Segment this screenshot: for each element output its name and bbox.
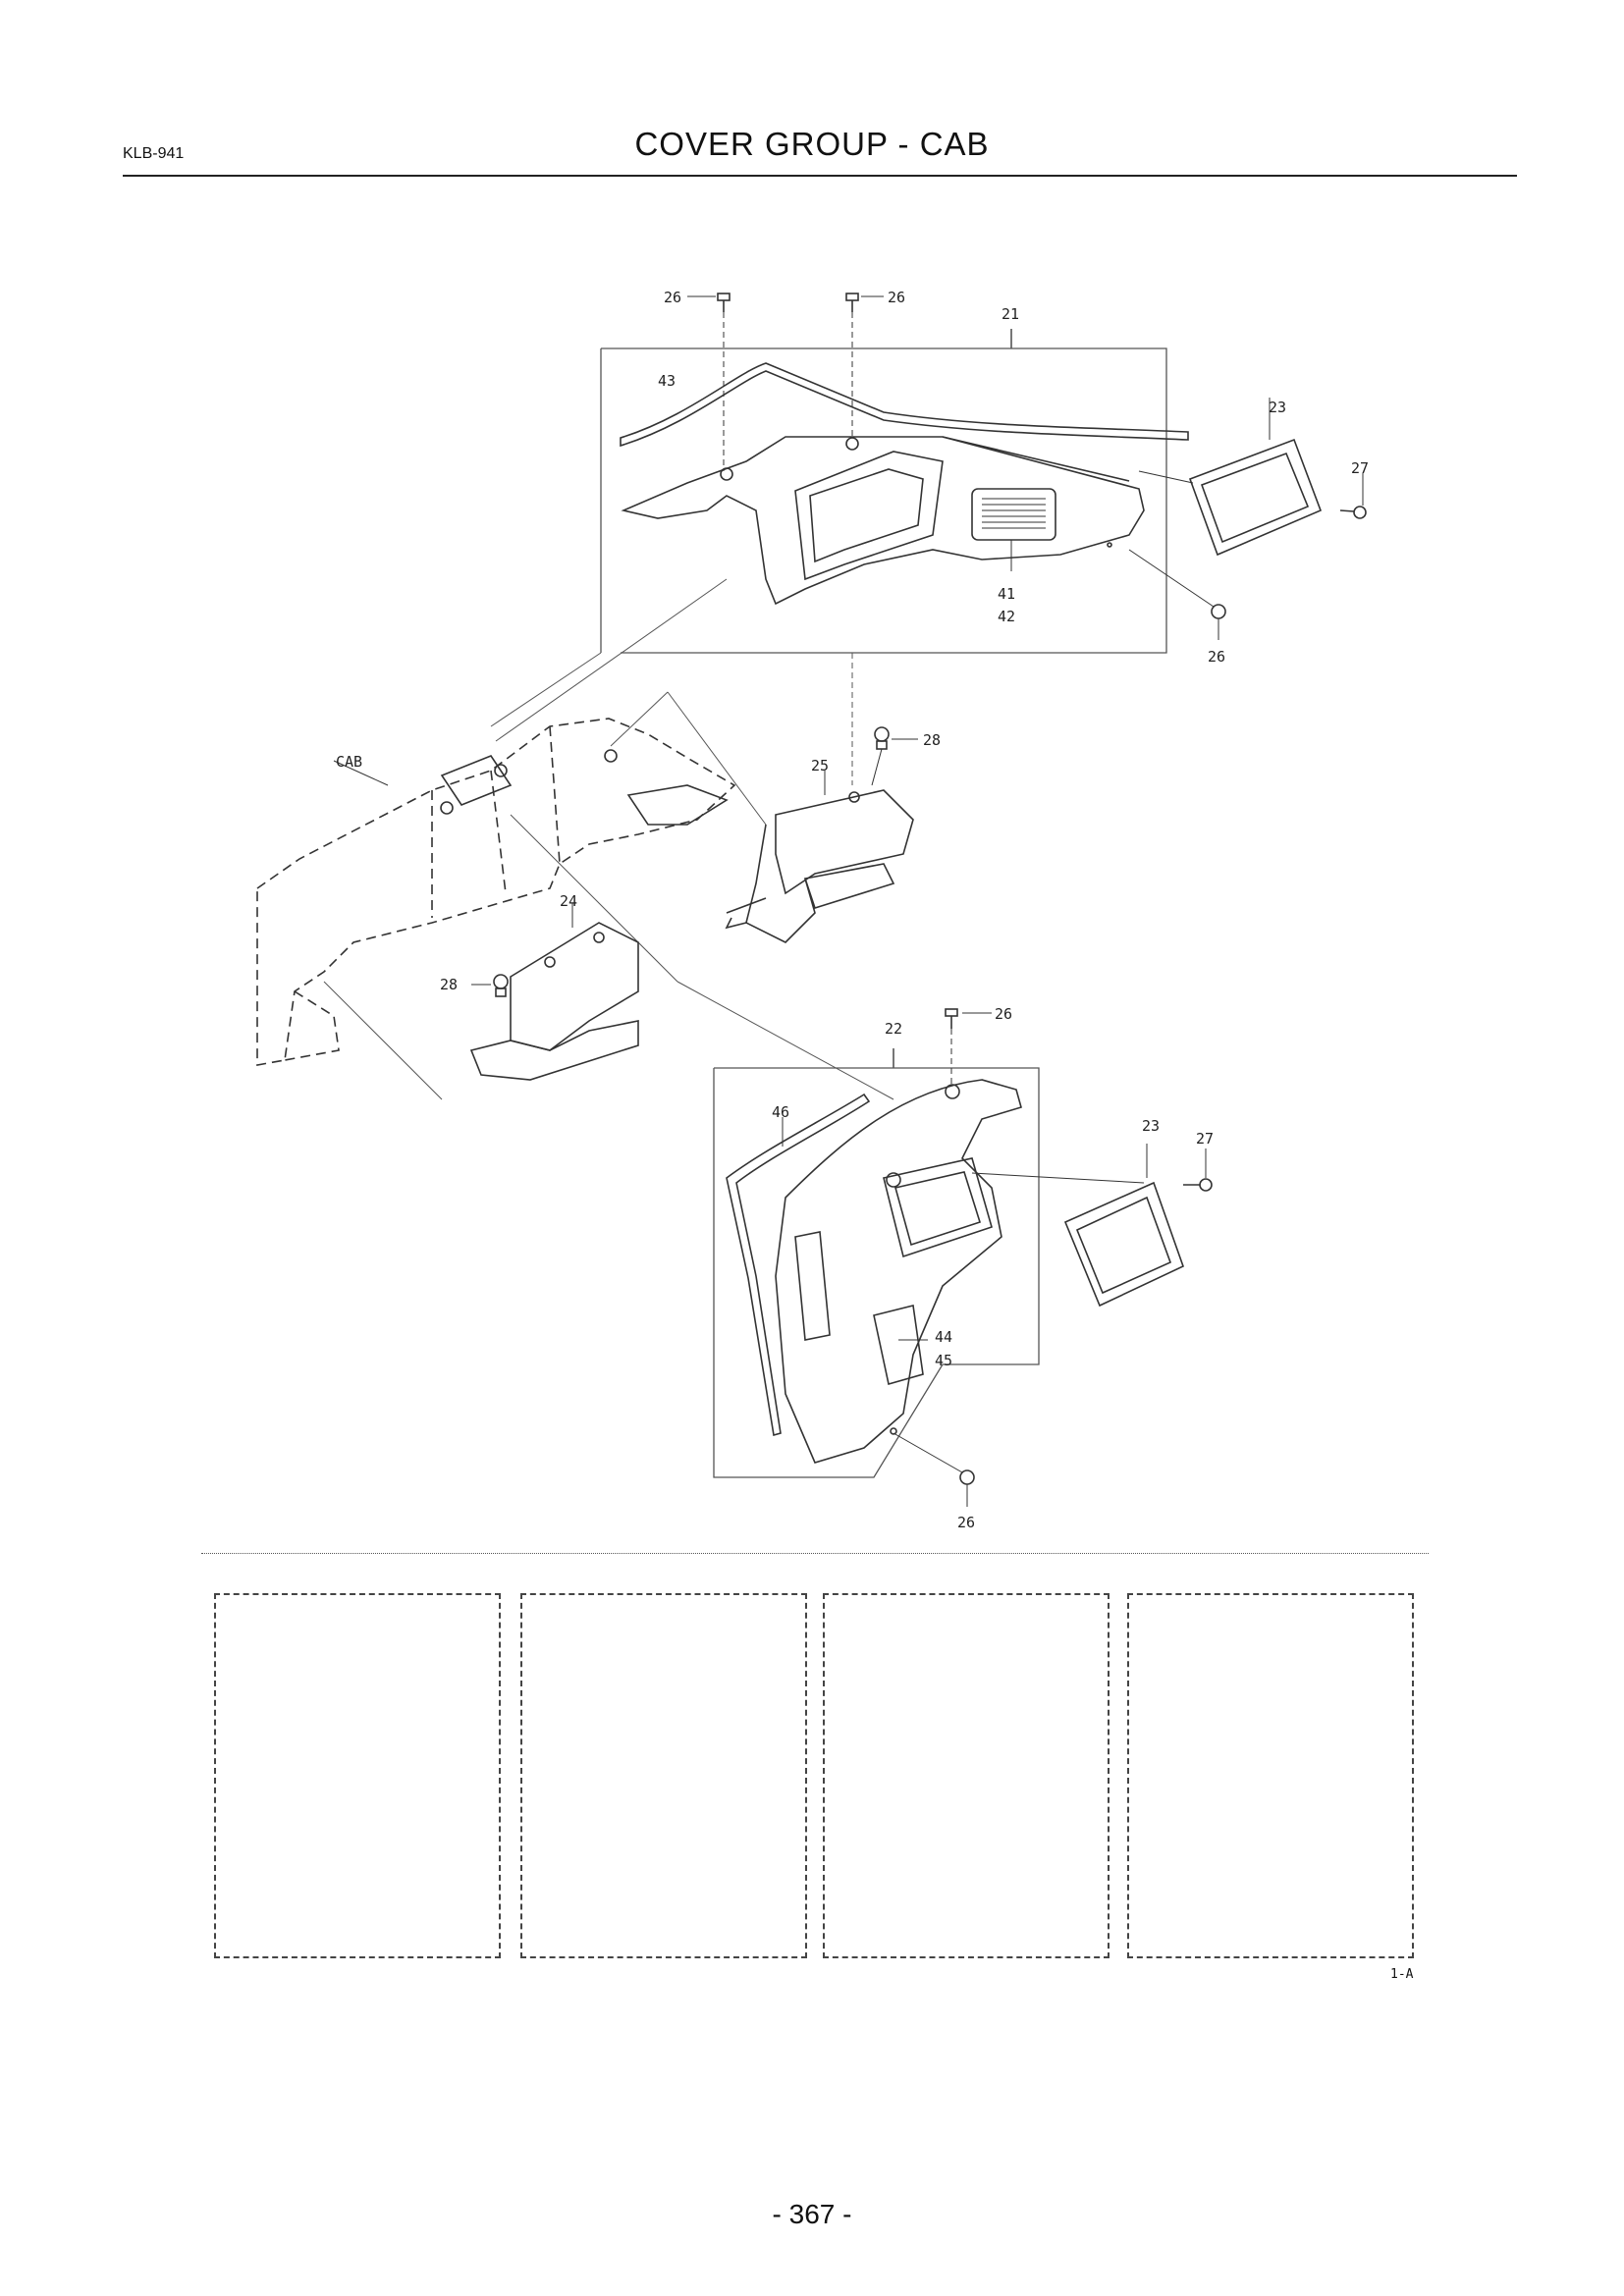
callout-27-bottom: 27 xyxy=(1196,1130,1214,1148)
callout-42: 42 xyxy=(998,608,1015,625)
exploded-parts-diagram: 26 26 21 43 23 27 41 42 26 28 25 CAB 24 … xyxy=(256,289,1369,1531)
bracket-24 xyxy=(469,903,639,1081)
reference-box-3 xyxy=(823,1593,1110,1958)
page-number: - 367 - xyxy=(772,2199,852,2229)
callout-41: 41 xyxy=(998,585,1015,603)
figure-reference: 1-A xyxy=(1390,1967,1414,1982)
weather-strip-46 xyxy=(726,1093,871,1437)
callout-28-upper: 28 xyxy=(923,731,941,749)
callout-25: 25 xyxy=(811,757,829,774)
reference-box-2 xyxy=(520,1593,807,1958)
header-rule xyxy=(123,175,1517,177)
callout-26-mid-right: 26 xyxy=(1208,648,1225,666)
screw-27-top xyxy=(1339,473,1367,519)
cab-frame-solid xyxy=(440,749,729,826)
reference-box-4 xyxy=(1127,1593,1414,1958)
callout-26-bottom: 26 xyxy=(957,1514,975,1531)
bolt-26-top-right xyxy=(845,293,884,440)
callout-44: 44 xyxy=(935,1328,952,1346)
callout-26-top-left: 26 xyxy=(664,289,681,306)
screw-26-mid-right xyxy=(1128,549,1226,640)
reference-box-1 xyxy=(214,1593,501,1958)
callout-26-top-right: 26 xyxy=(888,289,905,306)
callout-22: 22 xyxy=(885,1020,902,1038)
bolt-28-lower xyxy=(471,974,509,997)
group-21-frame xyxy=(600,329,1167,654)
bolt-26-bottom-top xyxy=(945,1008,992,1085)
document-code: KLB-941 xyxy=(123,145,185,162)
callout-28-lower: 28 xyxy=(440,976,458,993)
callout-27-top: 27 xyxy=(1351,459,1369,477)
callout-cab: CAB xyxy=(336,753,362,771)
callout-43: 43 xyxy=(658,372,676,390)
callout-23-top: 23 xyxy=(1269,399,1286,416)
callout-21: 21 xyxy=(1001,305,1019,323)
callout-23-bottom: 23 xyxy=(1142,1117,1160,1135)
mirror-23-bottom xyxy=(971,1144,1184,1308)
callout-45: 45 xyxy=(935,1352,952,1369)
bolt-26-top-left xyxy=(687,293,731,471)
section-divider xyxy=(201,1553,1429,1554)
page-title: COVER GROUP - CAB xyxy=(634,126,990,162)
callout-24: 24 xyxy=(560,892,577,910)
callout-46: 46 xyxy=(772,1103,789,1121)
bolt-28-upper xyxy=(871,726,918,786)
leader-cab xyxy=(333,760,389,786)
weather-strip-43 xyxy=(620,362,1189,448)
lower-cover-panel-22 xyxy=(775,1079,1022,1464)
upper-cover-panel-21 xyxy=(621,436,1145,606)
mirror-23-top xyxy=(1138,398,1323,557)
cab-frame xyxy=(256,718,736,1066)
bracket-25 xyxy=(725,771,914,943)
screw-26-bottom xyxy=(893,1432,975,1507)
group-22-frame xyxy=(713,1048,1040,1478)
screw-27-bottom xyxy=(1183,1148,1213,1192)
connector-lines xyxy=(323,578,894,1100)
callout-26-bottom-top: 26 xyxy=(995,1005,1012,1023)
